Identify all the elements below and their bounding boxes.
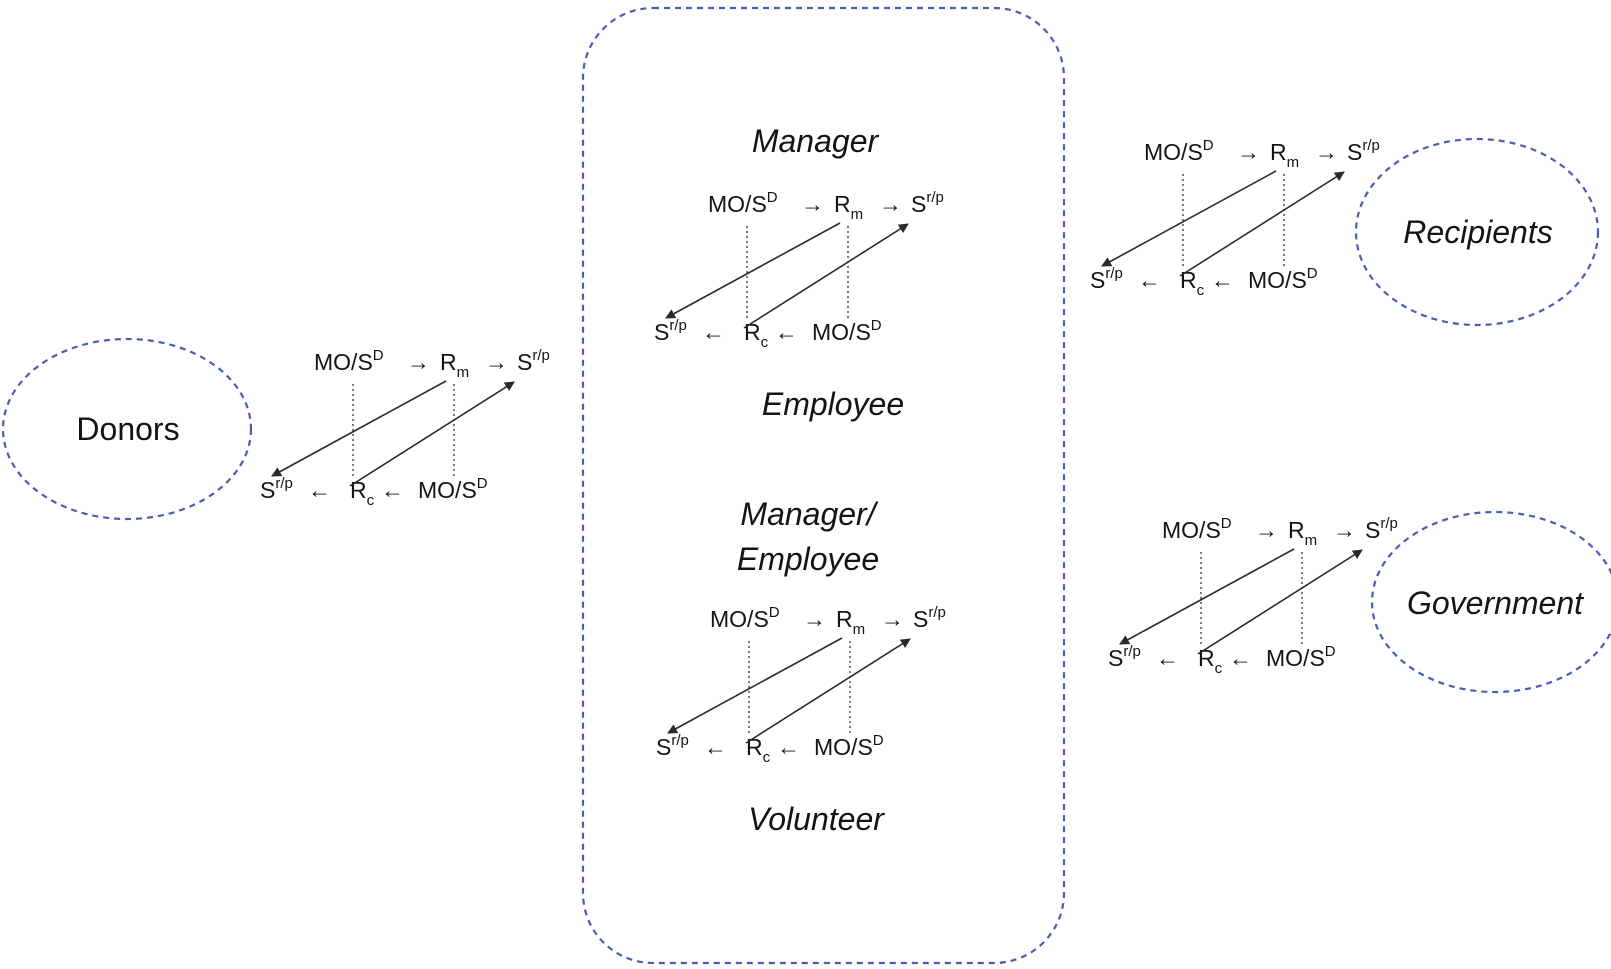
bottom-s-rp: Sr/p <box>656 732 689 760</box>
bottom-r-c: Rc <box>1180 267 1205 299</box>
manager-employee-label-line2: Employee <box>737 541 879 577</box>
manager-employee-label-line1: Manager/ <box>740 496 878 532</box>
top-mo-sd: MO/SD <box>314 347 384 375</box>
bottom-arrow-2: ← <box>381 477 404 503</box>
bottom-r-c: Rc <box>744 319 769 351</box>
top-arrow-2: → <box>485 349 508 375</box>
arrow-rc-to-consequence <box>349 381 515 487</box>
bottom-s-rp: Sr/p <box>1090 265 1123 293</box>
top-arrow-1: → <box>407 349 430 375</box>
bottom-mo-sd: MO/SD <box>1248 265 1318 293</box>
bottom-mo-sd: MO/SD <box>814 732 884 760</box>
recipients-ellipse <box>1354 137 1600 327</box>
top-r-m: Rm <box>1288 517 1317 549</box>
manager-contingency: MO/SD→Rm→Sr/pSr/p←Rc←MO/SD <box>654 189 944 351</box>
top-arrow-2: → <box>1315 139 1338 165</box>
arrow-rm-to-consequence <box>665 222 841 319</box>
bottom-arrow-1: ← <box>702 319 725 345</box>
bottom-r-c: Rc <box>746 734 771 766</box>
volunteer-label: Volunteer <box>748 801 885 837</box>
bottom-s-rp: Sr/p <box>1108 643 1141 671</box>
bottom-mo-sd: MO/SD <box>1266 643 1336 671</box>
bottom-arrow-2: ← <box>777 734 800 760</box>
arrow-rm-to-consequence <box>1119 548 1295 645</box>
donors-contingency: MO/SD→Rm→Sr/pSr/p←Rc←MO/SD <box>260 347 550 509</box>
bottom-mo-sd: MO/SD <box>418 475 488 503</box>
top-r-m: Rm <box>834 191 863 223</box>
arrow-rm-to-consequence <box>1101 170 1277 267</box>
bottom-arrow-1: ← <box>704 734 727 760</box>
top-mo-sd: MO/SD <box>1162 515 1232 543</box>
bottom-arrow-2: ← <box>1229 645 1252 671</box>
arrow-rm-to-consequence <box>667 637 843 734</box>
bottom-mo-sd: MO/SD <box>812 317 882 345</box>
recipients-label: Recipients <box>1403 214 1552 250</box>
arrow-rc-to-consequence <box>743 223 909 329</box>
top-arrow-1: → <box>1237 139 1260 165</box>
top-mo-sd: MO/SD <box>710 604 780 632</box>
top-arrow-1: → <box>801 191 824 217</box>
top-s-rp: Sr/p <box>1347 137 1380 165</box>
bottom-r-c: Rc <box>350 477 375 509</box>
arrow-rc-to-consequence <box>745 638 911 744</box>
bottom-arrow-2: ← <box>775 319 798 345</box>
employee-label: Employee <box>762 386 904 422</box>
donors-ellipse <box>1 337 253 521</box>
top-s-rp: Sr/p <box>1365 515 1398 543</box>
bottom-s-rp: Sr/p <box>260 475 293 503</box>
volunteer-contingency: MO/SD→Rm→Sr/pSr/p←Rc←MO/SD <box>656 604 946 766</box>
top-r-m: Rm <box>1270 139 1299 171</box>
bottom-arrow-2: ← <box>1211 267 1234 293</box>
top-s-rp: Sr/p <box>517 347 550 375</box>
top-mo-sd: MO/SD <box>708 189 778 217</box>
government-ellipse <box>1370 510 1611 694</box>
bottom-arrow-1: ← <box>1156 645 1179 671</box>
top-arrow-1: → <box>803 606 826 632</box>
bottom-s-rp: Sr/p <box>654 317 687 345</box>
donors-label: Donors <box>76 411 179 447</box>
arrow-rc-to-consequence <box>1179 171 1345 277</box>
top-s-rp: Sr/p <box>913 604 946 632</box>
government-label: Government <box>1407 585 1584 621</box>
bottom-arrow-1: ← <box>1138 267 1161 293</box>
government-contingency: MO/SD→Rm→Sr/pSr/p←Rc←MO/SD <box>1108 515 1398 677</box>
top-r-m: Rm <box>440 349 469 381</box>
top-s-rp: Sr/p <box>911 189 944 217</box>
bottom-arrow-1: ← <box>308 477 331 503</box>
organization-box <box>581 6 1066 965</box>
top-r-m: Rm <box>836 606 865 638</box>
manager-label: Manager <box>752 123 880 159</box>
top-arrow-2: → <box>879 191 902 217</box>
top-arrow-2: → <box>1333 517 1356 543</box>
top-mo-sd: MO/SD <box>1144 137 1214 165</box>
arrow-rm-to-consequence <box>271 380 447 477</box>
recipients-contingency: MO/SD→Rm→Sr/pSr/p←Rc←MO/SD <box>1090 137 1380 299</box>
arrow-rc-to-consequence <box>1197 549 1363 655</box>
bottom-r-c: Rc <box>1198 645 1223 677</box>
top-arrow-2: → <box>881 606 904 632</box>
top-arrow-1: → <box>1255 517 1278 543</box>
